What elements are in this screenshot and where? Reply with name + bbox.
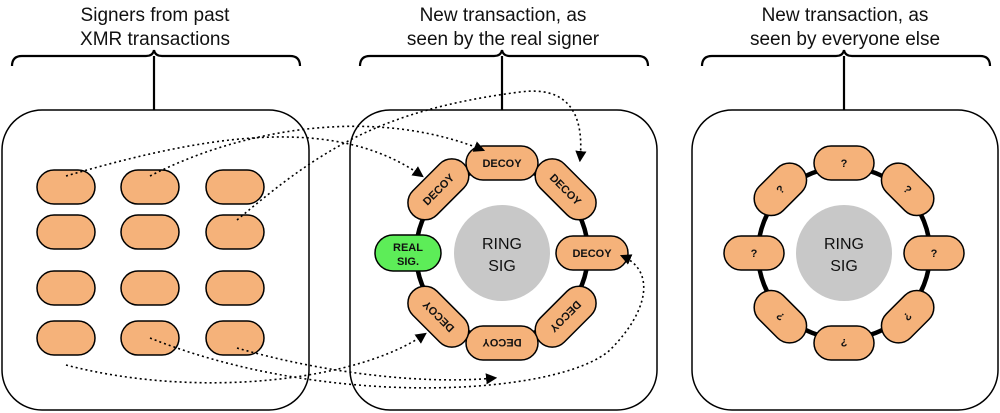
ring-center-label: RING (482, 236, 522, 253)
caption-line: New transaction, as (761, 5, 929, 26)
caption-real-signer-view: New transaction, as seen by the real sig… (353, 4, 653, 52)
pill-shape (753, 162, 808, 217)
ring-center-label: SIG (488, 258, 516, 275)
ring-center (796, 205, 892, 301)
pill-shape (880, 289, 935, 344)
past-signers-grid (36, 169, 265, 356)
brace-left (10, 49, 302, 110)
pill-label: ? (841, 158, 848, 170)
arrow-to-bottom-decoy (236, 347, 498, 385)
pill-label: DECOY (482, 336, 522, 348)
ring-member-pill: DECOY (465, 325, 539, 361)
ring-members: ???????? (723, 145, 965, 361)
past-signer-pill (120, 270, 180, 306)
ring-member-pill: DECOY (534, 158, 597, 221)
ring-member-pill: REAL SIG. (374, 234, 442, 272)
caption-past-signers: Signers from past XMR transactions (5, 4, 305, 52)
pill-shape (534, 158, 597, 221)
ring-member-pill: ? (880, 162, 935, 217)
past-signer-pill (120, 169, 180, 205)
ring-member-pill: DECOY (465, 145, 539, 181)
pill-shape (723, 235, 785, 271)
pill-shape (374, 234, 442, 272)
ring-member-pill: ? (753, 162, 808, 217)
panel-everyone-else-view (691, 109, 999, 411)
ring-member-pill: ? (880, 289, 935, 344)
ring-member-pill: ? (903, 235, 965, 271)
caption-line: seen by everyone else (749, 29, 941, 50)
pill-label: DECOY (572, 248, 612, 260)
brace-middle (358, 49, 650, 110)
ring-member-pill: ? (813, 325, 875, 361)
pill-shape (813, 325, 875, 361)
ring-member-pill: ? (753, 289, 808, 344)
past-signer-pill (36, 169, 96, 205)
past-signer-pill (205, 214, 265, 250)
ring-member-pill: ? (813, 145, 875, 181)
panel-past-signers (1, 109, 310, 411)
caption-line: seen by the real signer (406, 29, 600, 50)
pill-shape (753, 289, 808, 344)
ring-center (454, 205, 550, 301)
caption-everyone-else-view: New transaction, as seen by everyone els… (695, 4, 995, 52)
pill-shape (465, 145, 539, 181)
pill-label: ? (751, 248, 758, 260)
pill-shape (534, 285, 597, 348)
past-signer-pill (120, 214, 180, 250)
past-signer-pill (205, 320, 265, 356)
pill-shape (555, 235, 629, 271)
panel-real-signer-view (349, 109, 658, 411)
decoy-selection-arrows (65, 90, 645, 389)
ring-public-view: RING SIG ???????? (723, 145, 965, 361)
pill-label: SIG. (397, 256, 419, 268)
past-signer-pill (205, 270, 265, 306)
ring-member-pill: ? (723, 235, 785, 271)
past-signer-pill (205, 169, 265, 205)
past-signer-pill (36, 320, 96, 356)
pill-label: REAL (393, 242, 423, 254)
pill-shape (903, 235, 965, 271)
ring-member-pill: DECOY (534, 285, 597, 348)
ring-center-label: RING (824, 236, 864, 253)
pill-shape (407, 158, 470, 221)
ring-real-view: RING SIG DECOY DECOY DECOY DECOY REAL SIG. DEC… (374, 145, 629, 361)
caption-line: XMR transactions (80, 29, 230, 50)
ring-member-pill: DECOY (407, 285, 470, 348)
brace-right (700, 49, 992, 110)
pill-label: ? (931, 248, 938, 260)
caption-line: New transaction, as (419, 5, 587, 26)
arrow-to-top-decoy (149, 125, 486, 177)
pill-shape (465, 325, 539, 361)
pill-shape (813, 145, 875, 181)
pill-label: ? (840, 336, 847, 348)
past-signer-pill (36, 270, 96, 306)
pill-label: DECOY (482, 158, 522, 170)
ring-member-pill: DECOY (555, 235, 629, 271)
ring-member-pill: DECOY (407, 158, 470, 221)
caption-line: Signers from past (80, 5, 230, 26)
ring-center-label: SIG (830, 258, 858, 275)
past-signer-pill (36, 214, 96, 250)
arrow-to-bottom-left-decoy (65, 332, 427, 384)
